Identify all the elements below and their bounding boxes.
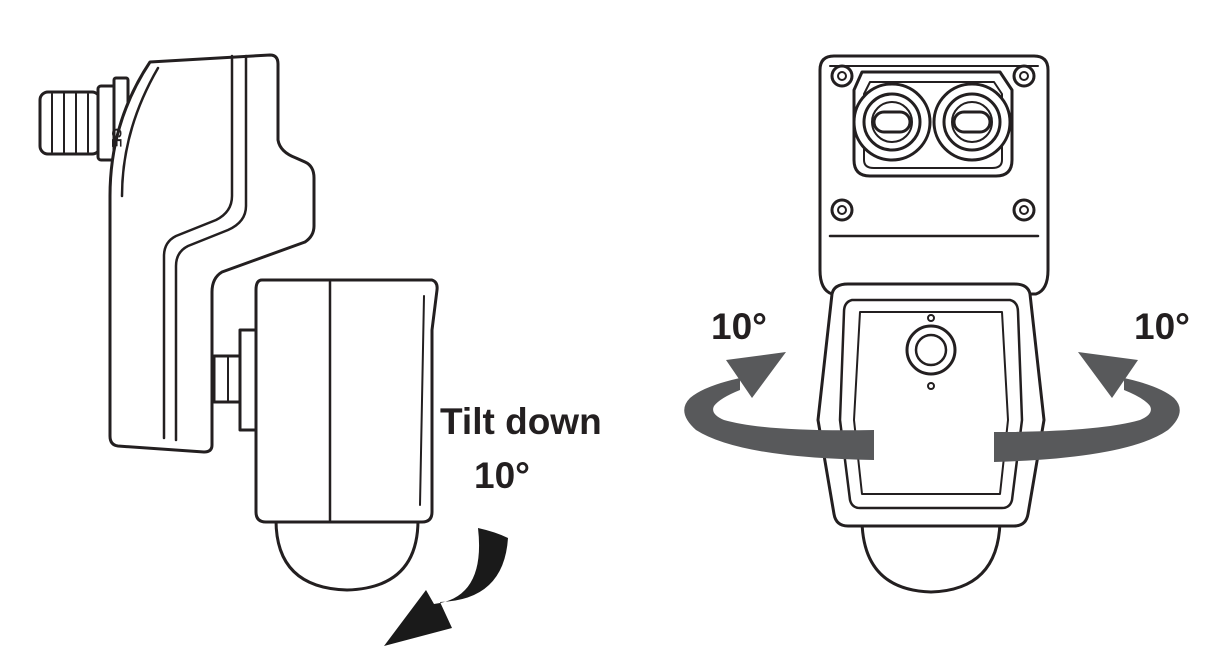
side-sensor-dome	[274, 518, 420, 592]
mount-bracket	[108, 53, 316, 454]
side-view-camera: CE	[38, 53, 439, 592]
front-light-head	[816, 282, 1046, 528]
rotate-left-angle-label: 10°	[711, 306, 767, 347]
camera-lens	[905, 314, 957, 390]
front-cable-gland-left	[852, 82, 932, 162]
front-sensor-dome	[860, 520, 1002, 594]
rotate-right-angle-label: 10°	[1134, 306, 1190, 347]
rotate-arrow-left	[684, 352, 874, 460]
screws	[830, 64, 1036, 222]
front-view-camera	[816, 54, 1050, 594]
side-camera-head	[254, 278, 439, 524]
tilt-angle-label: 10°	[474, 455, 530, 496]
tilt-down-label: Tilt down	[440, 401, 602, 442]
front-cable-gland-right	[932, 82, 1012, 162]
tilt-down-arrow	[384, 528, 508, 646]
ce-mark: CE	[109, 128, 125, 147]
rotate-arrow-right	[994, 352, 1180, 462]
